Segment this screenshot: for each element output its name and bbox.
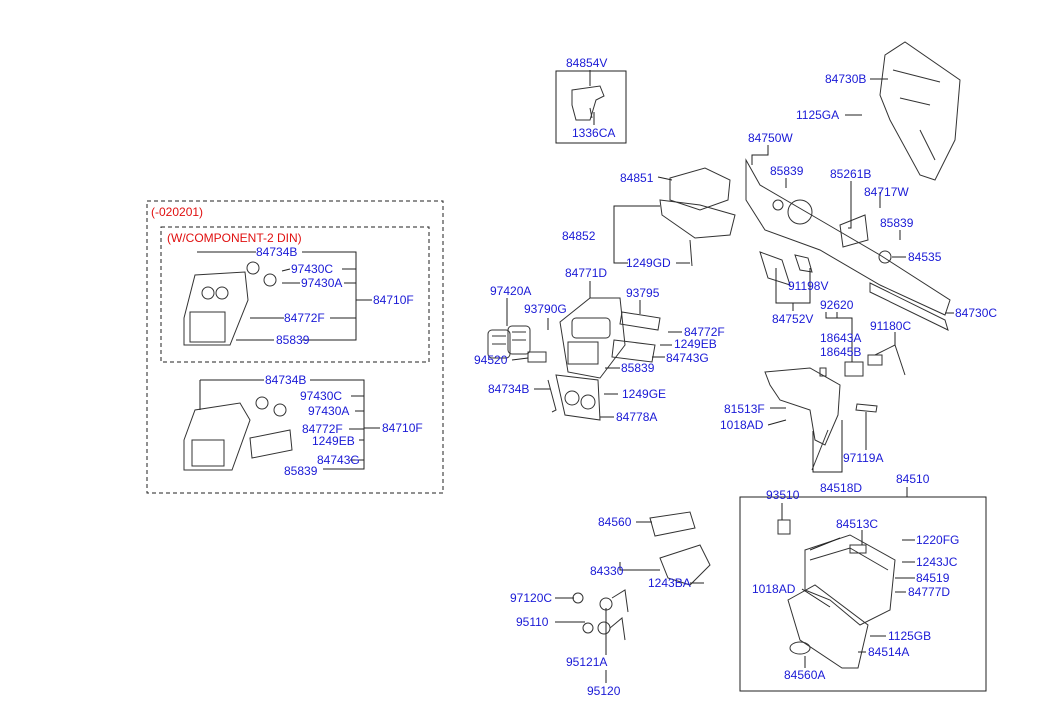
part-callout-91198v[interactable]: 91198V	[788, 279, 829, 293]
part-callout-97420a[interactable]: 97420A	[490, 284, 532, 298]
part-callout-84710f[interactable]: 84710F	[382, 421, 423, 435]
part-callout-97119a[interactable]: 97119A	[843, 451, 884, 465]
part-callout-84734b[interactable]: 84734B	[265, 373, 307, 387]
part-callout-1336ca[interactable]: 1336CA	[572, 126, 616, 140]
part-callout-1249ge[interactable]: 1249GE	[622, 387, 667, 401]
part-callout-97430c[interactable]: 97430C	[300, 389, 343, 403]
part-callout-84734b[interactable]: 84734B	[256, 245, 298, 259]
part-callout-81513f[interactable]: 81513F	[724, 402, 765, 416]
part-callout-84330[interactable]: 84330	[590, 564, 624, 578]
leader-lines	[197, 70, 954, 683]
part-callout-85839[interactable]: 85839	[284, 464, 318, 478]
part-callout-84717w[interactable]: 84717W	[864, 185, 909, 199]
part-callout-1220fg[interactable]: 1220FG	[916, 533, 960, 547]
part-callout-84518d[interactable]: 84518D	[820, 481, 863, 495]
part-callout-84772f[interactable]: 84772F	[284, 311, 325, 325]
part-callout-84771d[interactable]: 84771D	[565, 266, 608, 280]
part-callout-97430a[interactable]: 97430A	[308, 404, 350, 418]
part-callout-84514a[interactable]: 84514A	[868, 645, 910, 659]
part-callout-84560a[interactable]: 84560A	[784, 668, 826, 682]
part-callout-84750w[interactable]: 84750W	[748, 131, 793, 145]
part-callout-84510[interactable]: 84510	[896, 472, 930, 486]
part-callout-84852[interactable]: 84852	[562, 229, 596, 243]
part-callout-95110[interactable]: 95110	[516, 615, 549, 629]
part-callout-84777d[interactable]: 84777D	[908, 585, 951, 599]
part-callout-1125gb[interactable]: 1125GB	[888, 629, 932, 643]
part-callout-94520[interactable]: 94520	[474, 353, 508, 367]
part-callout-91180c[interactable]: 91180C	[870, 319, 912, 333]
part-callout-1243ba[interactable]: 1243BA	[648, 576, 691, 590]
part-callout-84743g[interactable]: 84743G	[666, 351, 709, 365]
part-callout-1243jc[interactable]: 1243JC	[916, 555, 958, 569]
part-callout-97430c[interactable]: 97430C	[291, 262, 334, 276]
variant-box-outer	[146, 200, 444, 494]
part-callout-18645b[interactable]: 18645B	[820, 345, 862, 359]
part-callout-84734b[interactable]: 84734B	[488, 382, 530, 396]
part-callout-93510[interactable]: 93510	[766, 488, 800, 502]
part-callout-97430a[interactable]: 97430A	[301, 276, 343, 290]
part-callout-84513c[interactable]: 84513C	[836, 517, 879, 531]
part-callout-93795[interactable]: 93795	[626, 286, 660, 300]
part-callout-84535[interactable]: 84535	[908, 250, 942, 264]
variant-box-inner	[160, 226, 430, 363]
part-callout-1249eb[interactable]: 1249EB	[312, 434, 355, 448]
part-callout-1018ad[interactable]: 1018AD	[720, 418, 764, 432]
part-callout-85261b[interactable]: 85261B	[830, 167, 872, 181]
group-box-84854V	[555, 70, 627, 144]
part-callout-84851[interactable]: 84851	[620, 171, 654, 185]
part-callout-84772f[interactable]: 84772F	[684, 325, 725, 339]
part-callout-97120c[interactable]: 97120C	[510, 591, 553, 605]
part-callout-92620[interactable]: 92620	[820, 298, 854, 312]
part-callout-84743g[interactable]: 84743G	[317, 453, 360, 467]
part-callout-84519[interactable]: 84519	[916, 571, 950, 585]
part-callout-85839[interactable]: 85839	[770, 164, 804, 178]
part-callout-84730c[interactable]: 84730C	[955, 306, 998, 320]
group-box-84510	[739, 496, 987, 692]
part-callout-85839[interactable]: 85839	[880, 216, 914, 230]
variant-label[interactable]: (W/COMPONENT-2 DIN)	[167, 231, 302, 245]
part-callout-84560[interactable]: 84560	[598, 515, 632, 529]
part-callout-84730b[interactable]: 84730B	[825, 72, 867, 86]
part-callout-84772f[interactable]: 84772F	[302, 422, 343, 436]
part-callout-85839[interactable]: 85839	[621, 361, 655, 375]
part-callout-84752v[interactable]: 84752V	[772, 312, 814, 326]
variant-label[interactable]: (-020201)	[151, 205, 204, 219]
part-callout-85839[interactable]: 85839	[276, 333, 310, 347]
part-callout-1249gd[interactable]: 1249GD	[626, 256, 671, 270]
part-callout-93790g[interactable]: 93790G	[524, 302, 567, 316]
part-callout-1249eb[interactable]: 1249EB	[674, 337, 717, 351]
part-callout-1018ad[interactable]: 1018AD	[752, 582, 796, 596]
part-callout-84710f[interactable]: 84710F	[373, 293, 414, 307]
part-callout-84778a[interactable]: 84778A	[616, 410, 658, 424]
part-callout-84854v[interactable]: 84854V	[566, 56, 608, 70]
part-callout-95120[interactable]: 95120	[587, 684, 621, 698]
part-callout-1125ga[interactable]: 1125GA	[796, 108, 840, 122]
part-callout-18643a[interactable]: 18643A	[820, 331, 862, 345]
part-callout-95121a[interactable]: 95121A	[566, 655, 608, 669]
